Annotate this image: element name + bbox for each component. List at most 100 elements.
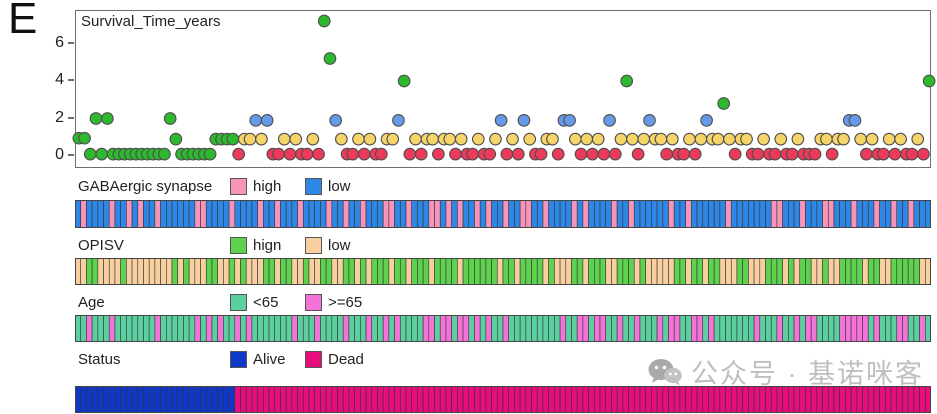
scatter-dot <box>443 132 457 146</box>
track-cell <box>913 258 920 285</box>
track-cell <box>479 200 487 228</box>
scatter-dot <box>95 147 109 161</box>
track-cell <box>314 386 321 413</box>
track-cell <box>320 258 327 285</box>
track-cell <box>702 200 709 228</box>
track-cell <box>765 315 772 342</box>
scatter-dot <box>825 147 839 161</box>
track-cell <box>907 258 915 285</box>
track-cell <box>536 315 544 342</box>
track-cell <box>268 315 276 342</box>
track-cell <box>171 200 179 228</box>
scatter-dot <box>89 112 103 125</box>
track-cell <box>770 315 778 342</box>
track-cell <box>525 258 532 285</box>
track-cell <box>474 200 481 228</box>
legend-label-low: low <box>328 237 351 254</box>
track-cell <box>588 386 595 413</box>
track-cell <box>639 315 646 342</box>
track-cell <box>559 315 567 342</box>
track-cell <box>628 315 635 342</box>
track-cell <box>257 386 264 413</box>
track-cell <box>337 200 344 228</box>
track-cell <box>394 386 401 413</box>
track-cell <box>839 200 846 228</box>
track-cell <box>793 200 801 228</box>
track-cell <box>86 200 93 228</box>
track-cell <box>759 315 766 342</box>
track-cell <box>582 258 589 285</box>
track-cell <box>719 258 726 285</box>
track-cell <box>154 258 161 285</box>
track-cell <box>171 258 179 285</box>
track-cell <box>673 315 681 342</box>
track-cell <box>428 315 435 342</box>
track-cell <box>502 386 510 413</box>
track-cell <box>211 200 218 228</box>
track-cell <box>656 258 664 285</box>
track-cell <box>194 386 201 413</box>
track-cell <box>919 258 926 285</box>
track-cell <box>656 386 664 413</box>
track-cell <box>645 258 652 285</box>
track-cell <box>519 315 527 342</box>
track-cell <box>873 258 880 285</box>
track-cell <box>257 315 264 342</box>
track-cell <box>183 200 190 228</box>
legend-swatch-dead <box>305 351 322 368</box>
track-cell <box>765 258 772 285</box>
track-cell <box>228 386 236 413</box>
track-cell <box>730 200 738 228</box>
scatter-dot <box>882 132 896 146</box>
track-cell <box>439 200 447 228</box>
track-cell <box>97 258 104 285</box>
track-cell <box>126 386 133 413</box>
track-cell <box>765 386 772 413</box>
track-cell <box>183 386 190 413</box>
track-cell <box>668 315 675 342</box>
track-cell <box>468 200 475 228</box>
track-cell <box>565 386 572 413</box>
track-cell <box>525 200 532 228</box>
track-cell <box>377 200 384 228</box>
track-cell <box>890 315 898 342</box>
track-cell <box>257 200 264 228</box>
track-cell <box>80 386 87 413</box>
track-cell <box>457 386 464 413</box>
track-cell <box>879 315 886 342</box>
track-cell <box>188 386 196 413</box>
track-cell <box>80 258 87 285</box>
track-cell <box>782 315 789 342</box>
scatter-dot <box>631 147 645 161</box>
track-cell <box>399 386 407 413</box>
track-cell <box>890 386 898 413</box>
track-cell <box>114 200 121 228</box>
track-cell <box>662 386 669 413</box>
track-cell <box>759 200 766 228</box>
track-cell <box>160 258 167 285</box>
track-cell <box>508 258 515 285</box>
track-cell <box>885 200 892 228</box>
track-cell <box>633 315 641 342</box>
track-cell <box>548 315 555 342</box>
track-cell <box>730 386 738 413</box>
track-cell <box>845 258 852 285</box>
track-cell <box>126 258 133 285</box>
track-cell <box>314 200 321 228</box>
track-cell <box>365 258 373 285</box>
track-cell <box>217 258 224 285</box>
track-cell <box>576 258 584 285</box>
track-cell <box>462 200 470 228</box>
scatter-dot <box>289 132 303 146</box>
track-cell <box>143 258 150 285</box>
track-cell <box>457 315 464 342</box>
track-cell <box>302 200 310 228</box>
track-cell <box>114 258 121 285</box>
track-cell <box>160 200 167 228</box>
track-cell <box>788 258 795 285</box>
scatter-dot <box>654 132 668 146</box>
track-cell <box>137 258 144 285</box>
track-cell <box>605 258 612 285</box>
track-cell <box>902 315 909 342</box>
track-cell <box>514 200 521 228</box>
